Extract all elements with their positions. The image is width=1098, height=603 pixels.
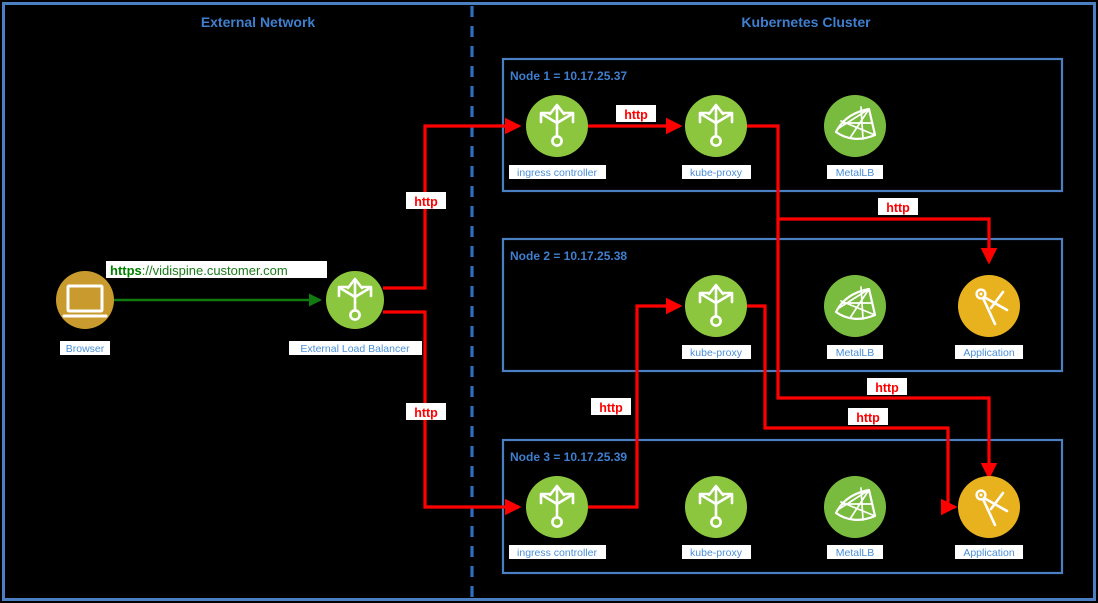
component-node3-metallb[interactable]: MetalLB xyxy=(824,476,886,559)
flow-label-node1-ingress-to-proxy: http xyxy=(616,105,656,122)
component-label: Application xyxy=(963,547,1015,559)
flow-node3-ingress-to-node2-kubeproxy xyxy=(588,297,683,509)
protocol-label: http xyxy=(856,411,880,425)
node-title-node2: Node 2 = 10.17.25.38 xyxy=(510,249,627,263)
component-label: MetalLB xyxy=(836,547,875,559)
label-backdrop xyxy=(827,345,883,359)
flow-label-node1-proxy-to-node3-app: http xyxy=(867,378,907,395)
label-backdrop xyxy=(289,341,422,355)
node-box-node2 xyxy=(501,237,1064,373)
flow-label-node1-proxy-to-node2-app: http xyxy=(878,198,918,215)
flow-node1-kubeproxy-to-node3-application xyxy=(776,219,998,480)
component-node1-ingress-controller[interactable]: ingress controller xyxy=(509,95,606,179)
label-backdrop xyxy=(827,165,883,179)
https-url-label: https://vidispine.customer.com xyxy=(106,261,327,278)
label-backdrop xyxy=(509,165,606,179)
flow-label-lb-to-node3: http xyxy=(406,403,446,420)
protocol-label: http xyxy=(414,406,438,420)
flow-label-node2-proxy-to-node3-app: http xyxy=(848,408,888,425)
component-label: MetalLB xyxy=(836,167,875,179)
protocol-label: http xyxy=(886,201,910,215)
component-node2-metallb[interactable]: MetalLB xyxy=(824,275,886,359)
node-title-node3: Node 3 = 10.17.25.39 xyxy=(510,450,627,464)
component-label: Application xyxy=(963,347,1015,359)
flow-label-node3-ingress-to-node2-proxy: http xyxy=(591,398,631,415)
url-rest: ://vidispine.customer.com xyxy=(142,263,288,278)
load-balancer-label: External Load Balancer xyxy=(300,343,410,355)
zone-title-external-network: External Network xyxy=(201,14,316,30)
label-backdrop xyxy=(955,345,1023,359)
application-icon xyxy=(958,275,1020,337)
protocol-label: http xyxy=(875,381,899,395)
protocol-label: http xyxy=(414,195,438,209)
component-node2-kube-proxy[interactable]: kube-proxy xyxy=(682,275,751,359)
component-node2-application[interactable]: Application xyxy=(955,275,1023,359)
component-node1-kube-proxy[interactable]: kube-proxy xyxy=(682,95,751,179)
flow-node2-kubeproxy-to-node3-application xyxy=(747,304,958,516)
component-label: kube-proxy xyxy=(690,347,743,359)
browser-label: Browser xyxy=(66,343,105,355)
component-label: MetalLB xyxy=(836,347,875,359)
protocol-label: http xyxy=(599,401,623,415)
label-backdrop xyxy=(682,345,751,359)
label-backdrop xyxy=(827,545,883,559)
url-scheme: https xyxy=(110,263,142,278)
flow-label-lb-to-node1: http xyxy=(406,192,446,209)
component-label: ingress controller xyxy=(517,547,597,559)
component-external-load-balancer[interactable]: External Load Balancer xyxy=(289,271,422,355)
component-label: kube-proxy xyxy=(690,547,743,559)
application-icon xyxy=(958,476,1020,538)
label-backdrop xyxy=(682,545,751,559)
label-backdrop xyxy=(60,341,110,355)
label-backdrop xyxy=(509,545,606,559)
node-title-node1: Node 1 = 10.17.25.37 xyxy=(510,69,627,83)
component-label: kube-proxy xyxy=(690,167,743,179)
component-browser[interactable]: Browser xyxy=(56,271,114,355)
component-label: ingress controller xyxy=(517,167,597,179)
svg-text:https://vidispine.customer.com: https://vidispine.customer.com xyxy=(110,263,288,278)
component-node1-metallb[interactable]: MetalLB xyxy=(824,95,886,179)
label-backdrop xyxy=(955,545,1023,559)
component-node3-kube-proxy[interactable]: kube-proxy xyxy=(682,476,751,559)
browser-icon xyxy=(56,271,114,329)
flow-lb-to-node1-ingress xyxy=(383,117,522,290)
label-backdrop xyxy=(682,165,751,179)
zone-title-kubernetes-cluster: Kubernetes Cluster xyxy=(741,14,871,30)
protocol-label: http xyxy=(624,108,648,122)
component-node3-application[interactable]: Application xyxy=(955,476,1023,559)
component-node3-ingress-controller[interactable]: ingress controller xyxy=(509,476,606,559)
